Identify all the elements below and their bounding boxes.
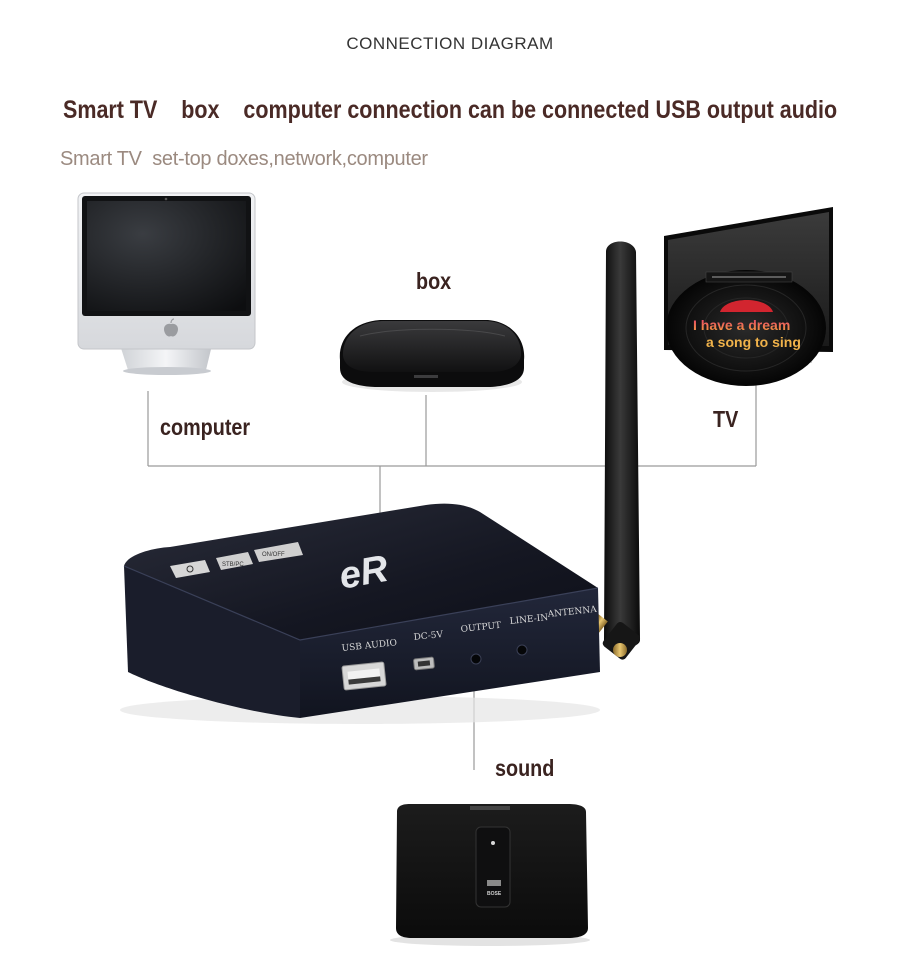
set-top-box-image bbox=[339, 320, 525, 392]
line-in-jack bbox=[516, 644, 528, 656]
top-button-label-1: STB/PC bbox=[222, 562, 244, 568]
port-label-linein: LINE-IN bbox=[509, 613, 549, 627]
output-jack bbox=[470, 653, 482, 665]
device-logo: eR bbox=[336, 548, 392, 598]
computer-label: computer bbox=[160, 414, 251, 440]
sound-label: sound bbox=[495, 755, 555, 781]
top-button-panel: STB/PC ON/OFF bbox=[170, 542, 303, 578]
port-label-dc: DC-5V bbox=[413, 630, 444, 643]
speaker-image: BOSE bbox=[390, 804, 590, 946]
apple-icon bbox=[164, 318, 178, 337]
top-button-label-2: ON/OFF bbox=[262, 552, 285, 558]
box-label: box bbox=[416, 268, 452, 294]
diagram-title: CONNECTION DIAGRAM bbox=[346, 34, 554, 53]
port-label-output: OUTPUT bbox=[460, 621, 501, 635]
dc-port bbox=[413, 656, 435, 671]
power-icon bbox=[186, 565, 194, 573]
audio-device: STB/PC ON/OFF eR USB AUDIO DC-5V OUTPUT … bbox=[120, 503, 600, 724]
speaker-brand: BOSE bbox=[487, 891, 502, 897]
tv-label: TV bbox=[713, 406, 739, 432]
headline: Smart TV box computer connection can be … bbox=[63, 96, 838, 124]
computer-image bbox=[77, 192, 256, 375]
tv-lyric-line-2: a song to sing bbox=[706, 334, 801, 350]
tv-image: I have a dream a song to sing bbox=[664, 207, 833, 386]
usb-port bbox=[341, 661, 387, 691]
subtitle: Smart TV set-top doxes,network,computer bbox=[60, 148, 428, 170]
tv-lyric-line-1: I have a dream bbox=[693, 317, 790, 333]
